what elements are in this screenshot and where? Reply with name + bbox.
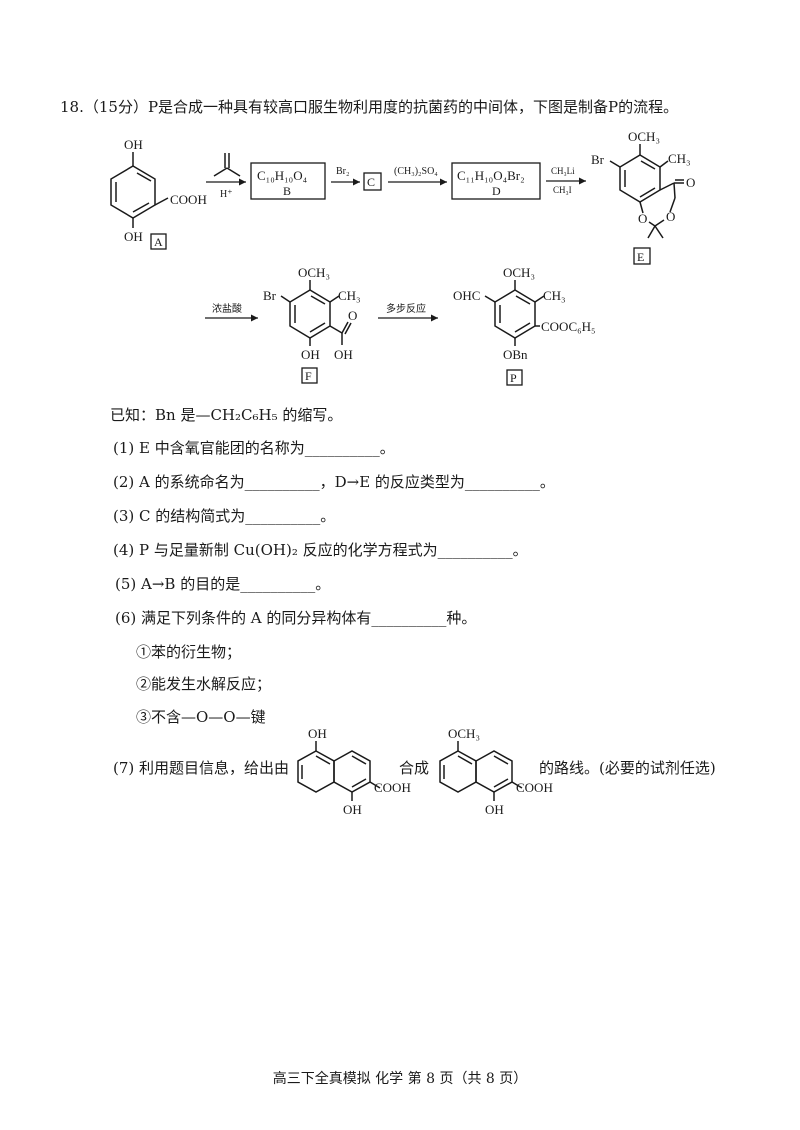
label-box-f [301,367,318,384]
reaction-scheme: OH COOH OH A H⁺ C₁₀H₁₀O₄ B Br₂ C (CH₃)₂S… [110,129,695,386]
f-o: O [348,308,357,323]
reagent-4-bottom: CH₃I [553,185,572,195]
q7-target-och3: OCH₃ [448,726,480,741]
p-cho: OHC [453,288,480,303]
arrow-2-head [353,178,360,186]
box-d [451,162,541,200]
known-note: 已知：Bn 是—CH₂C₆H₅ 的缩写。 [110,406,343,424]
b-label: B [283,184,291,198]
reagent-3: (CH₃)₂SO₄ [394,166,438,177]
question-title: 18.（15分）P是合成一种具有较高口服生物利用度的抗菌药的中间体，下图是制备P… [60,98,679,116]
e-o-left: O [638,211,647,226]
box-c [363,172,382,191]
f-och3: OCH₃ [298,265,330,280]
d-formula: C₁₁H₁₀O₄Br₂ [457,168,525,183]
label-f: F [305,369,312,383]
e-ch3: CH₃ [668,151,691,166]
label-e: E [637,250,644,264]
c-label: C [367,175,375,189]
question-7-suffix: 的路线。(必要的试剂任选) [539,759,716,777]
label-p: P [510,371,517,385]
question-2: (2) A 的系统命名为__________，D→E 的反应类型为_______… [113,473,555,491]
a-cooh: COOH [170,192,207,207]
arrow-1-head [239,178,246,186]
p-ch3: CH₃ [543,288,566,303]
box-b [250,162,326,200]
arrow-5-head [251,314,258,322]
question-5: (5) A→B 的目的是__________。 [115,575,331,593]
q7-start-oh-top: OH [308,726,327,741]
q7-target-cooh: COOH [516,780,553,795]
f-ch3: CH₃ [338,288,361,303]
question-4: (4) P 与足量新制 Cu(OH)₂ 反应的化学方程式为__________。 [113,541,528,559]
condition-3: ③不含—O—O—键 [136,708,266,726]
label-box-p [506,369,523,386]
reagent-5: 浓盐酸 [212,302,242,315]
compound-p [484,280,545,346]
label-box-a [150,233,167,250]
p-ester: COOC₆H₅ [541,319,596,334]
question-7-middle: 合成 [399,759,430,777]
q7-start-cooh: COOH [374,780,411,795]
label-box-e [633,247,651,265]
e-br: Br [591,152,605,167]
q7-start-oh-bottom: OH [343,802,362,817]
p-och3: OCH₃ [503,265,535,280]
reagent-2: Br₂ [336,166,350,177]
f-oh: OH [301,347,320,362]
condition-1: ①苯的衍生物； [136,643,242,661]
condition-2: ②能发生水解反应； [136,675,272,693]
e-o-carbonyl: O [686,175,695,190]
reagent-6: 多步反应 [386,302,426,315]
p-obn: OBn [503,347,528,362]
question-1: (1) E 中含氧官能团的名称为__________。 [113,439,395,457]
arrow-3-head [440,178,447,186]
f-oh2: OH [334,347,353,362]
acetone-structure [213,153,241,177]
compound-f [280,280,352,346]
arrow-4-head [579,177,586,185]
q7-start-molecule [297,741,381,801]
d-label: D [492,184,501,198]
a-oh-top: OH [124,137,143,152]
label-a: A [154,235,163,249]
q7-structures: OH COOH OH OCH₃ COOH OH [297,726,553,817]
question-7-prefix: (7) 利用题目信息，给出由 [113,759,290,777]
b-formula: C₁₀H₁₀O₄ [257,168,308,183]
compound-a [110,152,169,228]
page-footer: 高三下全真模拟 化学 第 8 页（共 8 页） [272,1071,528,1087]
arrow-6-head [431,314,438,322]
reagent-1: H⁺ [220,189,233,200]
a-oh-bottom: OH [124,229,143,244]
f-br: Br [263,288,277,303]
question-3: (3) C 的结构简式为__________。 [113,507,336,525]
reagent-4-top: CH₃Li [551,166,575,176]
question-6: (6) 满足下列条件的 A 的同分异构体有__________种。 [115,609,477,627]
q7-target-oh-bottom: OH [485,802,504,817]
compound-e [609,144,684,239]
e-och3: OCH₃ [628,129,660,144]
e-o-right: O [666,209,675,224]
q7-target-molecule [439,741,523,801]
